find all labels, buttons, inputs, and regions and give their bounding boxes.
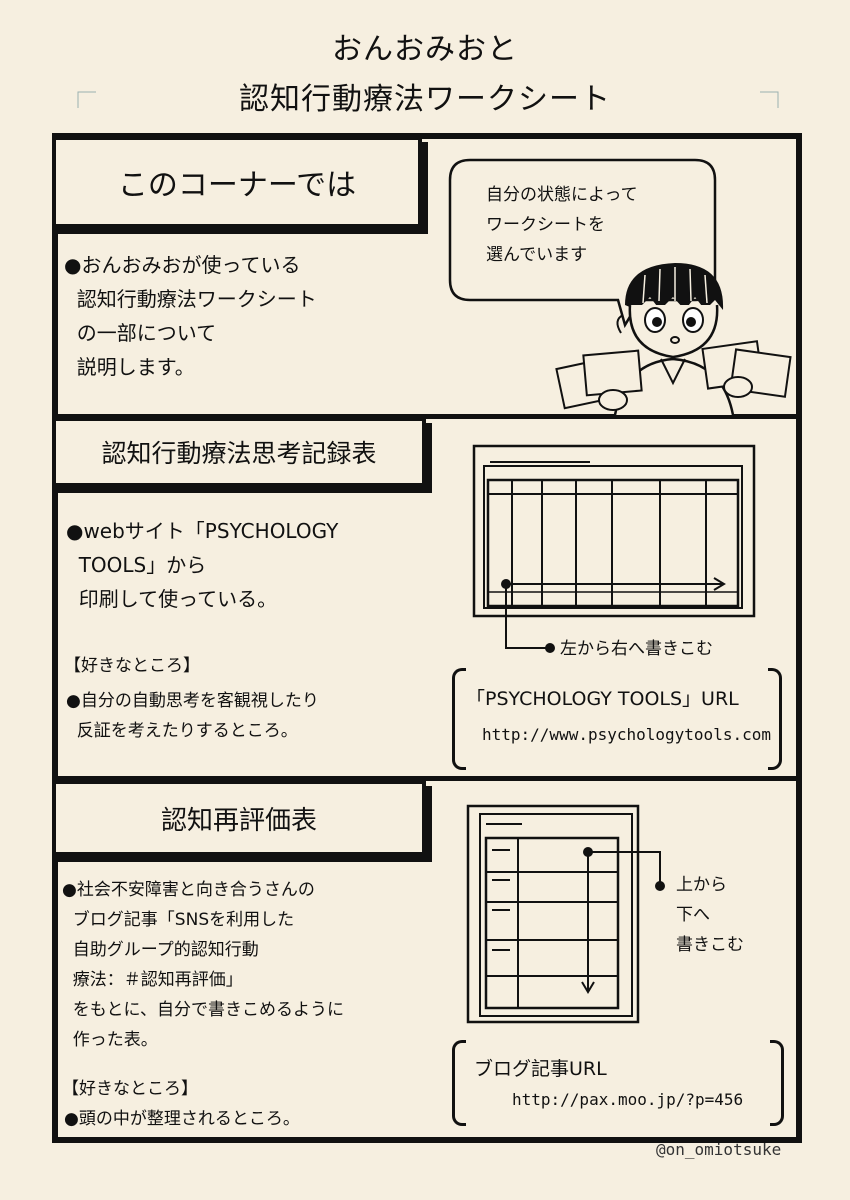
speech-line: ワークシートを: [486, 215, 605, 235]
speech-line: 自分の状態によって: [486, 185, 638, 205]
section1-header-text: このコーナーでは: [117, 168, 357, 203]
worksheet-frame: [52, 133, 802, 1143]
section1-line: の一部について: [64, 321, 217, 345]
section-divider-2: [52, 776, 802, 781]
section2-arrow-note: 左から右へ書きこむ: [560, 639, 713, 659]
page-title-line1: おんおみおと: [332, 32, 518, 67]
reappraisal-sheet-illustration: [466, 804, 665, 1024]
right-bracket: [768, 668, 782, 770]
section3-line: 作った表。: [62, 1030, 158, 1050]
page-title-line2: 認知行動療法ワークシート: [239, 82, 611, 117]
section1-line: 認知行動療法ワークシート: [64, 287, 317, 311]
section2-line: 印刷して使っている。: [66, 587, 278, 611]
title-corner-marks: [77, 91, 779, 108]
section1-header: このコーナーでは: [52, 136, 422, 228]
section2-url-label: 「PSYCHOLOGY TOOLS」URL: [466, 688, 739, 710]
section1-line: 説明します。: [64, 355, 195, 379]
section3-line: をもとに、自分で書きこめるように: [62, 1000, 344, 1020]
section3-likes: ●頭の中が整理されるところ。: [64, 1104, 300, 1134]
section3-arrow-line: 下へ: [676, 905, 710, 925]
speech-bubble-text: 自分の状態によって ワークシートを 選んでいます: [486, 180, 638, 270]
right-bracket: [770, 1040, 784, 1126]
section2-url-link[interactable]: http://www.psychologytools.com: [482, 725, 771, 744]
section2-line: ●webサイト「PSYCHOLOGY: [66, 519, 339, 543]
section3-header-text: 認知再評価表: [160, 805, 317, 836]
section3-arrow-line: 書きこむ: [676, 935, 744, 955]
left-bracket: [452, 668, 466, 770]
section-divider-1: [52, 414, 802, 419]
section3-line: ブログ記事「SNSを利用した: [62, 910, 295, 930]
left-bracket: [452, 1040, 466, 1126]
thought-record-sheet-illustration: [472, 444, 756, 653]
section2-header: 認知行動療法思考記録表: [52, 417, 426, 487]
section3-arrow-line: 上から: [676, 875, 727, 895]
section3-likes-line: ●頭の中が整理されるところ。: [64, 1109, 300, 1129]
section3-line: 自助グループ的認知行動: [62, 940, 259, 960]
section2-likes-line: 反証を考えたりするところ。: [66, 721, 298, 741]
section2-likes-line: ●自分の自動思考を客観視したり: [66, 691, 319, 711]
author-handle: @on_omiotsuke: [656, 1140, 782, 1159]
section1-line: ●おんおみおが使っている: [64, 253, 301, 277]
character-illustration: [555, 263, 792, 415]
section3-header: 認知再評価表: [52, 780, 426, 856]
section2-likes-label: 【好きなところ】: [64, 656, 200, 676]
section2-likes: ●自分の自動思考を客観視したり 反証を考えたりするところ。: [66, 686, 319, 746]
section2-header-text: 認知行動療法思考記録表: [101, 439, 377, 468]
section3-line: ●社会不安障害と向き合うさんの: [62, 880, 315, 900]
section3-url-label: ブログ記事URL: [474, 1058, 607, 1080]
section3-url-link[interactable]: http://pax.moo.jp/?p=456: [512, 1090, 744, 1109]
section3-arrow-note: 上から 下へ 書きこむ: [676, 870, 744, 960]
section2-description: ●webサイト「PSYCHOLOGY TOOLS」から 印刷して使っている。: [66, 514, 338, 616]
section1-description: ●おんおみおが使っている 認知行動療法ワークシート の一部について 説明します。: [64, 248, 317, 384]
section3-line: 療法：＃認知再評価」: [62, 970, 243, 990]
speech-line: 選んでいます: [486, 245, 588, 265]
section2-line: TOOLS」から: [66, 553, 207, 577]
section3-likes-label: 【好きなところ】: [62, 1079, 198, 1099]
section3-description: ●社会不安障害と向き合うさんの ブログ記事「SNSを利用した 自助グループ的認知…: [62, 875, 344, 1055]
